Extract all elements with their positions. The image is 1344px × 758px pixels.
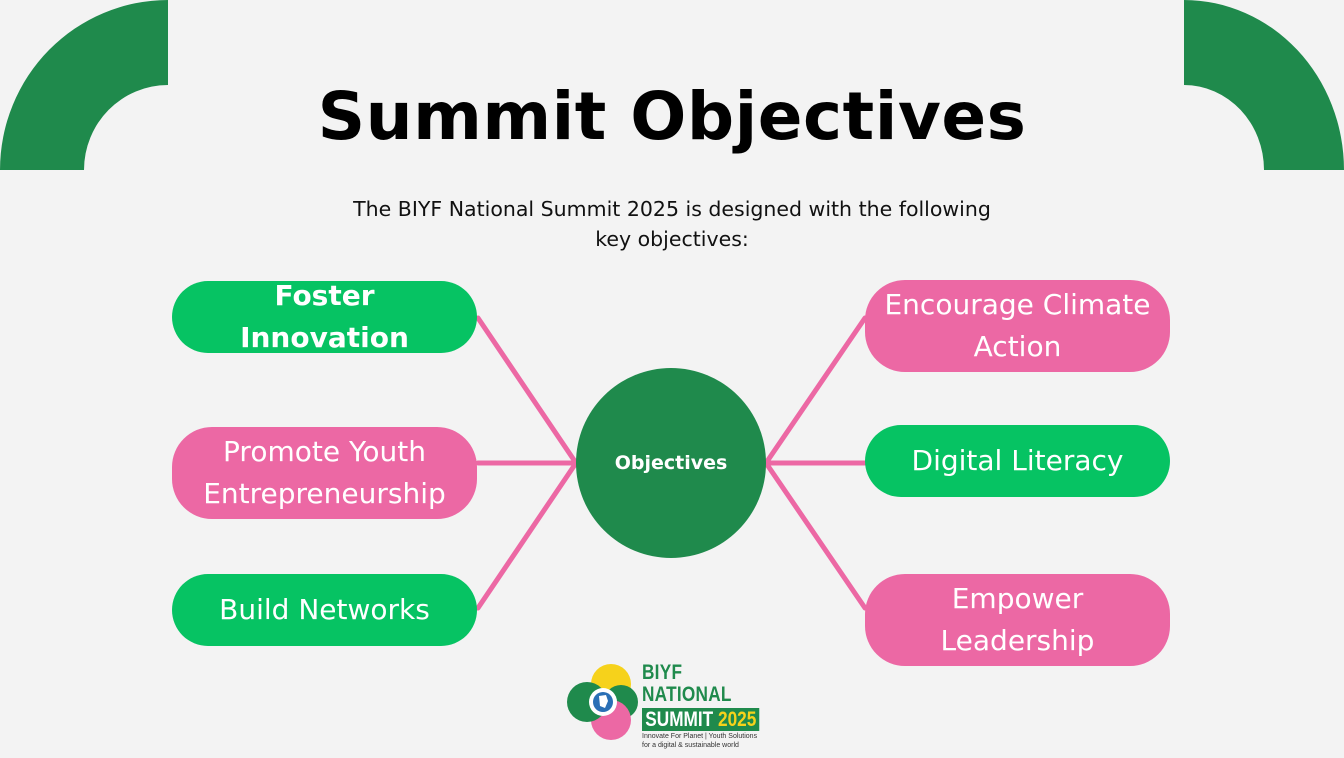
logo-text-biyf: BIYF bbox=[642, 661, 683, 684]
node-label: Digital Literacy bbox=[911, 444, 1124, 477]
connector-empower-leadership bbox=[763, 460, 868, 611]
connector-build-networks bbox=[475, 460, 579, 611]
logo-emblem-icon bbox=[567, 664, 638, 740]
node-build-networks: Build Networks bbox=[172, 574, 477, 646]
node-label-line-2: Leadership bbox=[940, 624, 1095, 657]
node-label-line-2: Entrepreneurship bbox=[203, 477, 446, 510]
node-foster-innovation: Foster Innovation bbox=[172, 279, 477, 354]
logo-text-year: 2025 bbox=[717, 708, 757, 731]
page-title: Summit Objectives bbox=[317, 78, 1027, 155]
logo-tagline-line-1: Innovate For Planet | Youth Solutions bbox=[642, 733, 758, 740]
hub-objectives: Objectives bbox=[576, 368, 766, 558]
node-label-line-1: Promote Youth bbox=[223, 435, 426, 468]
subtitle: The BIYF National Summit 2025 is designe… bbox=[330, 194, 1014, 254]
logo-summit-badge: SUMMIT 2025 bbox=[642, 708, 760, 731]
corner-arc-right bbox=[1184, 0, 1344, 170]
logo-tagline: Innovate For Planet | Youth Solutions fo… bbox=[642, 733, 792, 750]
node-label: Build Networks bbox=[219, 593, 430, 626]
biyf-summit-logo: BIYF NATIONAL SUMMIT 2025 Innovate For P… bbox=[560, 660, 790, 756]
node-label-line-1: Encourage Climate bbox=[884, 288, 1151, 321]
node-label-line-2: Action bbox=[973, 330, 1062, 363]
connector-climate-action bbox=[763, 315, 868, 466]
subtitle-line-2: key objectives: bbox=[595, 227, 749, 251]
node-encourage-climate-action: Encourage Climate Action bbox=[865, 280, 1170, 372]
corner-arc-left bbox=[0, 0, 168, 170]
node-promote-youth-entrepreneurship: Promote Youth Entrepreneurship bbox=[172, 427, 477, 519]
logo-tagline-line-2: for a digital & sustainable world bbox=[642, 741, 739, 749]
node-digital-literacy: Digital Literacy bbox=[865, 425, 1170, 497]
node-label-line-1: Empower bbox=[951, 582, 1084, 615]
logo-text-national: NATIONAL bbox=[642, 683, 732, 706]
connector-foster-innovation bbox=[475, 315, 579, 466]
subtitle-line-1: The BIYF National Summit 2025 is designe… bbox=[353, 197, 991, 221]
node-label: Foster Innovation bbox=[240, 279, 409, 354]
node-empower-leadership: Empower Leadership bbox=[865, 574, 1170, 666]
logo-text-summit: SUMMIT bbox=[645, 708, 714, 731]
